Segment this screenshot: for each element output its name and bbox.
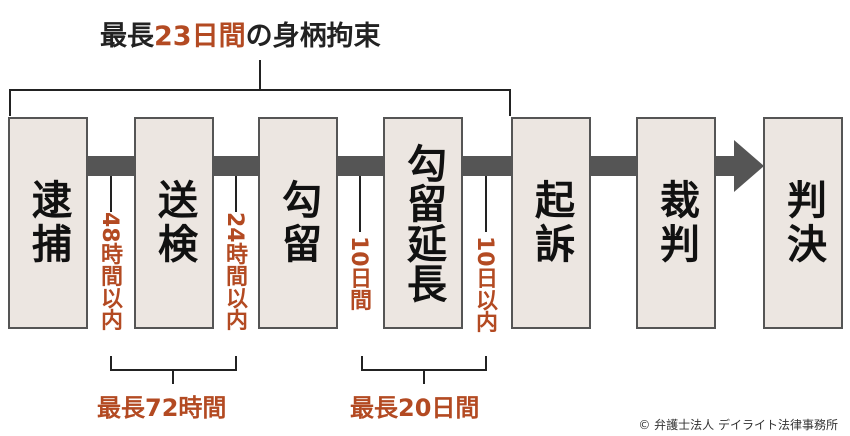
stage-label: 送検 (151, 179, 197, 267)
note-10d-ext: 10日以内 (472, 236, 497, 333)
stage-arrest: 逮捕 (8, 117, 88, 329)
stage-trial: 裁判 (636, 117, 716, 329)
flow-arrow-head (734, 140, 764, 192)
copyright-credit: © 弁護士法人 デイライト法律事務所 (638, 418, 838, 432)
stage-judgment: 判決 (763, 117, 843, 329)
note-48h: 48時間以内 (97, 212, 122, 331)
stage-label: 裁判 (653, 179, 699, 267)
stage-detention: 勾留 (258, 117, 338, 329)
stage-label: 判決 (780, 179, 826, 267)
label-max-72h: 最長72時間 (97, 394, 227, 422)
label-max-20d: 最長20日間 (350, 394, 480, 422)
note-10d: 10日間 (346, 236, 371, 311)
bracket-20d (361, 356, 487, 384)
title-pre: 最長 (100, 21, 154, 52)
note-24h: 24時間以内 (222, 212, 247, 331)
stage-label: 起訴 (528, 179, 574, 267)
title-post: の身柄拘束 (245, 21, 381, 52)
stage-label: 勾留 (275, 179, 321, 267)
top-bracket (9, 60, 511, 116)
title-accent: 23日間 (154, 21, 246, 52)
stage-extension: 勾留延長 (383, 117, 463, 329)
bracket-72h (110, 356, 237, 384)
stage-indictment: 起訴 (511, 117, 591, 329)
stage-sending: 送検 (134, 117, 214, 329)
stage-label: 逮捕 (25, 179, 71, 267)
diagram-title: 最長23日間の身柄拘束 (100, 14, 381, 53)
stage-label: 勾留延長 (400, 143, 446, 303)
